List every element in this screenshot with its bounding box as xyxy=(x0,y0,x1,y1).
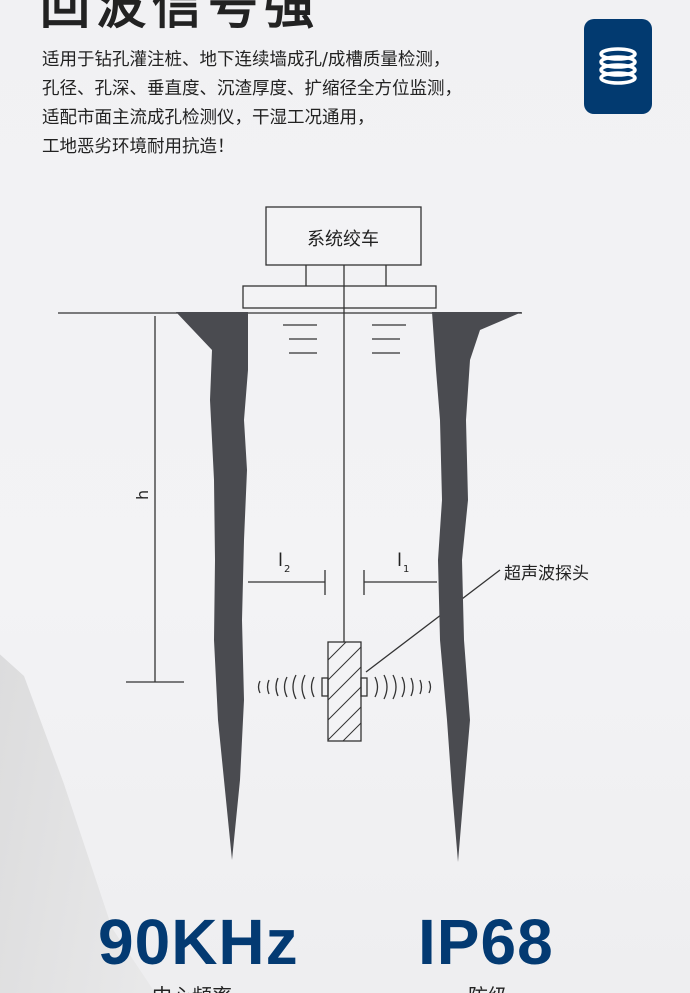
wave-right-icon xyxy=(374,674,432,700)
l2-label: l xyxy=(278,550,283,571)
description-line: 适配市面主流成孔检测仪，干湿工况通用， xyxy=(42,108,375,128)
probe-label: 超声波探头 xyxy=(504,564,589,584)
l1-label: l xyxy=(397,550,402,571)
description-line: 孔径、孔深、垂直度、沉渣厚度、扩缩径全方位监测， xyxy=(42,79,462,99)
description-line: 适用于钻孔灌注桩、地下连续墙成孔/成槽质量检测， xyxy=(42,50,451,70)
ip-rating-value: IP68 xyxy=(418,906,554,978)
wave-left-icon xyxy=(257,674,315,700)
l2-sub: 2 xyxy=(284,564,290,575)
borehole-diagram: 系统绞车 h l 2 l 1 超声波探头 xyxy=(58,206,589,862)
water-marks xyxy=(283,324,406,354)
stacked-coils-icon xyxy=(599,47,637,85)
left-wall xyxy=(176,312,248,860)
depth-label: h xyxy=(133,490,152,500)
frequency-label: 中心频率 xyxy=(152,980,232,993)
frequency-value: 90KHz xyxy=(98,906,299,978)
ip-rating-label: 防级 xyxy=(468,980,508,993)
probe-leader xyxy=(365,569,501,673)
platform xyxy=(242,285,437,309)
description: 适用于钻孔灌注桩、地下连续墙成孔/成槽质量检测， 孔径、孔深、垂直度、沉渣厚度、… xyxy=(42,46,462,162)
right-wall xyxy=(432,312,522,862)
coil-badge xyxy=(584,19,652,114)
description-line: 工地恶劣环境耐用抗造！ xyxy=(42,137,235,157)
winch-label: 系统绞车 xyxy=(307,229,379,250)
l1-sub: 1 xyxy=(403,564,409,575)
page-title: 回波信号强 xyxy=(40,0,320,35)
